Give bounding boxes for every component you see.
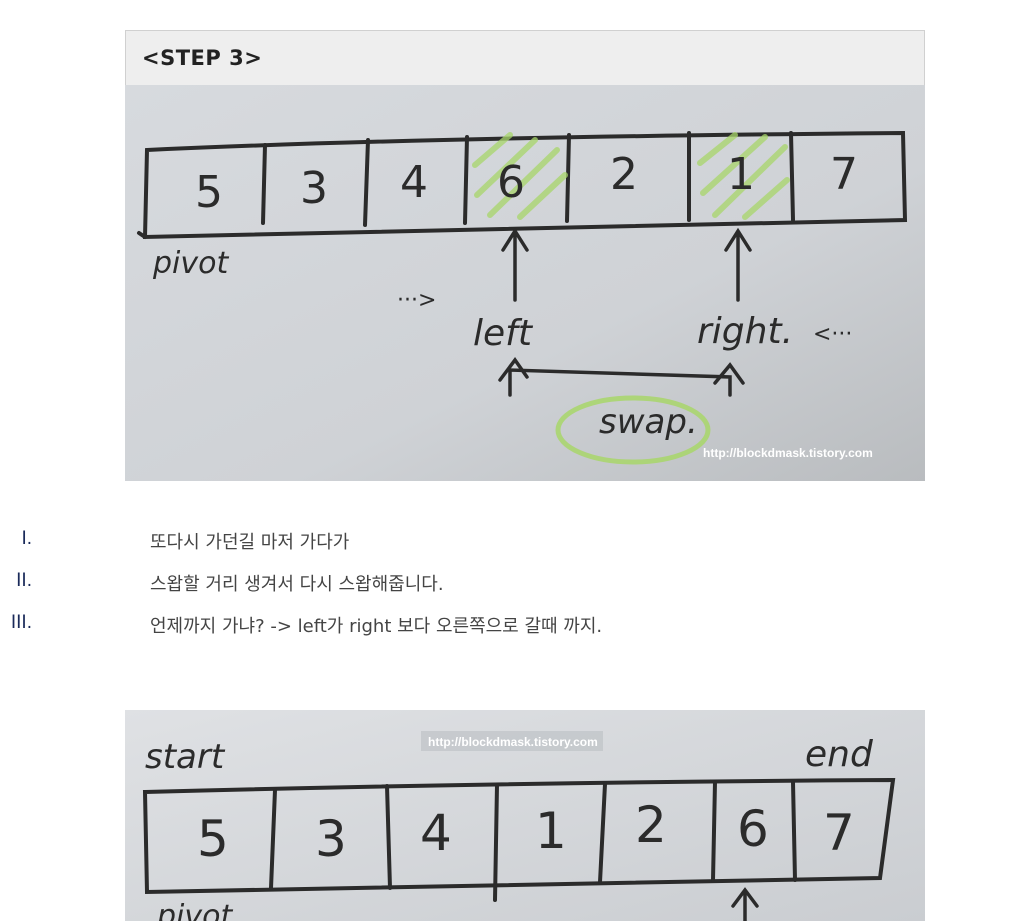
cell-value: 3 [300,163,328,214]
cell-value: 2 [610,149,638,200]
list-text: 또다시 가던길 마저 가다가 [150,532,350,553]
cell-value: 7 [823,804,855,862]
list-item: I. 또다시 가던길 마저 가다가 [0,524,900,566]
pointer-arrows [501,227,752,302]
list-marker: I. [21,528,32,549]
array-outline [142,777,896,902]
left-label: left [473,313,534,354]
list-text: 스왑할 거리 생겨서 다시 스왑해줍니다. [150,574,444,595]
array-outline [137,130,908,240]
array-cells: 5 3 4 1 2 6 7 [197,796,855,868]
right-label: right. [697,311,793,352]
end-label: end [805,734,874,775]
sketch-next-step: start end 5 3 4 1 2 6 7 pivot [125,710,925,921]
cell-value: 1 [535,802,567,860]
pointer-arrow [731,887,759,921]
list-item: II. 스왑할 거리 생겨서 다시 스왑해줍니다. [0,566,900,608]
cell-value: 6 [737,800,769,858]
pivot-label: pivot [152,246,229,281]
watermark: http://blockdmask.tistory.com [428,735,598,749]
cell-value: 1 [727,149,755,200]
list-text: 언제까지 가냐? -> left가 right 보다 오른쪽으로 갈때 까지. [150,616,603,637]
cell-value: 6 [497,157,525,208]
step-heading: <STEP 3> [142,46,263,70]
pivot-label: pivot [156,899,233,921]
watermark-backdrop [421,731,603,751]
array-cells: 5 3 4 6 2 1 7 [195,149,858,218]
cell-value: 4 [400,157,428,208]
swap-label: swap. [599,402,698,442]
quicksort-step3-photo: 5 3 4 6 2 1 7 pivot ···> left right. <··… [125,85,925,481]
cell-value: 4 [420,804,452,862]
start-label: start [145,737,226,777]
highlight-hatching [472,132,790,220]
cell-value: 5 [195,167,223,218]
swap-highlight [555,395,711,465]
step-heading-box: <STEP 3> [125,30,925,85]
list-item: III. 언제까지 가냐? -> left가 right 보다 오른쪽으로 갈때… [0,608,900,650]
list-marker: II. [16,570,32,591]
sketch-step3: 5 3 4 6 2 1 7 pivot ···> left right. <··… [125,85,925,481]
list-marker: III. [10,612,32,633]
notes-list: I. 또다시 가던길 마저 가다가 II. 스왑할 거리 생겨서 다시 스왑해줍… [0,524,900,650]
left-scan-dots: ···> [397,288,436,313]
cell-value: 2 [635,796,667,854]
quicksort-next-step-photo: start end 5 3 4 1 2 6 7 pivot http://blo… [125,710,925,921]
cell-value: 3 [315,810,347,868]
cell-value: 7 [830,149,858,200]
swap-bracket [498,357,745,397]
cell-value: 5 [197,810,229,868]
right-scan-dots: <··· [813,322,852,347]
watermark: http://blockdmask.tistory.com [703,446,873,460]
